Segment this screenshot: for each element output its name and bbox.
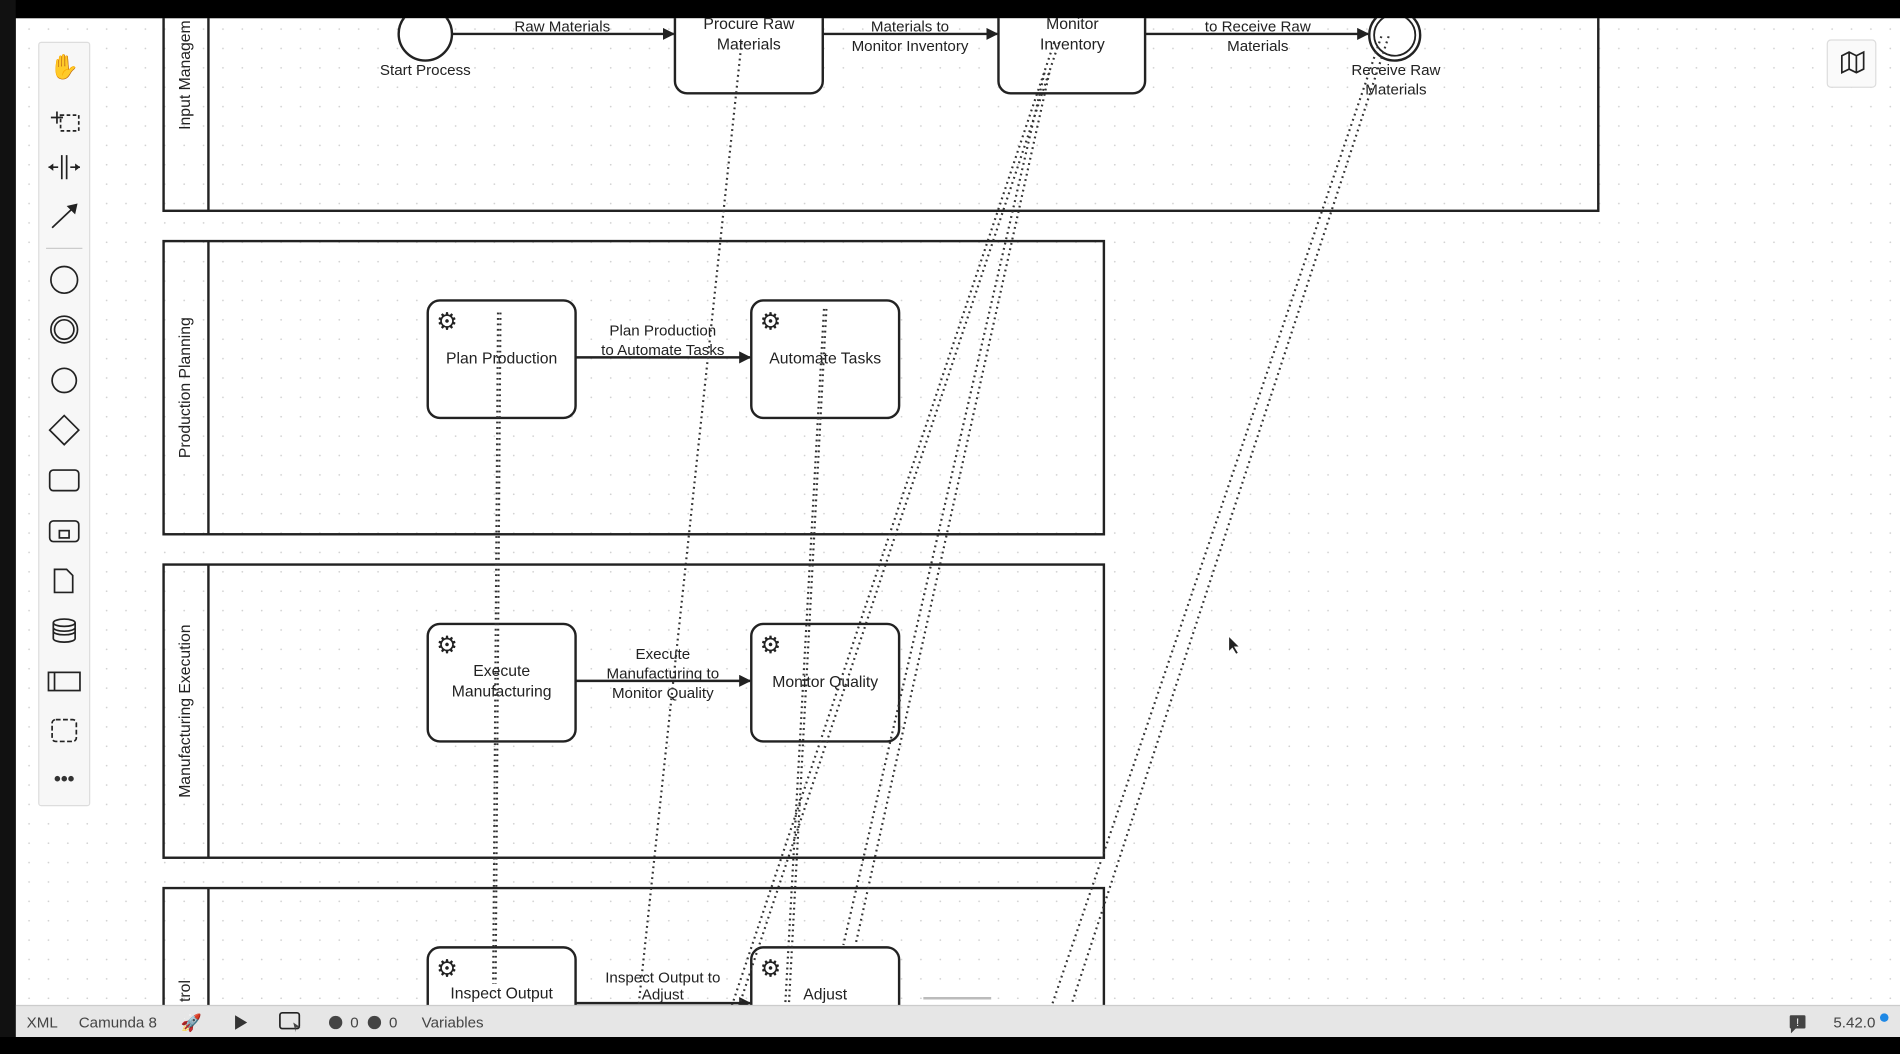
lane-manufacturing-execution[interactable]: Manufacturing Execution (162, 563, 1106, 859)
hand-tool-icon[interactable]: ✋ (49, 53, 79, 81)
update-indicator-dot (1880, 1013, 1889, 1022)
run-play-icon[interactable] (235, 1015, 248, 1030)
tool-palette: ✋ ••• (38, 41, 91, 807)
end-event-tool-icon[interactable] (51, 367, 78, 394)
bottom-border (0, 1037, 1900, 1054)
mouse-cursor (1228, 635, 1241, 655)
svg-text:Inventory: Inventory (1040, 37, 1105, 54)
problems-button[interactable]: 0 0 (328, 1014, 397, 1031)
lane-label: Input Managem (177, 20, 194, 129)
svg-text:Monitor Inventory: Monitor Inventory (852, 38, 969, 55)
variables-tab[interactable]: Variables (422, 1014, 484, 1031)
start-event[interactable]: Start Process (380, 7, 471, 79)
lane-label: Production Planning (177, 317, 194, 458)
svg-text:0: 0 (389, 1014, 397, 1031)
warning-icon (367, 1015, 382, 1030)
deploy-rocket-icon[interactable]: 🚀 (181, 1013, 202, 1033)
gateway-tool-icon[interactable] (48, 414, 80, 446)
svg-text:Raw Materials: Raw Materials (514, 19, 610, 36)
task-adjust[interactable]: ⚙ Adjust (750, 946, 901, 1006)
gear-icon: ⚙ (760, 309, 782, 336)
svg-text:Monitor: Monitor (1046, 16, 1099, 33)
svg-text:Monitor Quality: Monitor Quality (772, 674, 878, 691)
svg-text:Procure Raw: Procure Raw (703, 16, 795, 33)
subprocess-tool-icon[interactable] (48, 520, 80, 543)
svg-text:to Receive Raw: to Receive Raw (1205, 19, 1311, 36)
lane-quality-control[interactable]: trol (162, 886, 1106, 1006)
task-procure-raw-materials[interactable]: Procure Raw Materials (673, 0, 824, 95)
svg-text:Manufacturing to: Manufacturing to (606, 665, 719, 682)
svg-text:Adjust: Adjust (642, 986, 685, 1003)
group-tool-icon[interactable] (51, 718, 78, 743)
svg-text:0: 0 (350, 1014, 358, 1031)
flow-to-receive-raw[interactable]: to Receive Raw Materials (1145, 19, 1370, 55)
flow-materials-to-monitor[interactable]: Materials to Monitor Inventory (822, 19, 999, 55)
svg-text:Automate Tasks: Automate Tasks (769, 350, 881, 367)
svg-text:to Automate Tasks: to Automate Tasks (601, 342, 725, 359)
gear-icon: ⚙ (760, 955, 782, 982)
svg-text:Plan Production: Plan Production (609, 323, 716, 340)
gear-icon: ⚙ (436, 632, 458, 659)
svg-text:Manufacturing: Manufacturing (452, 684, 552, 701)
xml-tab[interactable]: XML (27, 1014, 58, 1031)
dotted-associations (492, 35, 1390, 1006)
canvas-grid (15, 18, 1900, 1006)
svg-text:Adjust: Adjust (803, 986, 847, 1003)
task-tool-icon[interactable] (48, 469, 80, 492)
start-event-tool-icon[interactable] (50, 265, 79, 295)
intermediate-event-tool-icon[interactable] (50, 315, 79, 344)
lasso-tool-icon[interactable] (50, 111, 80, 132)
svg-text:Inspect Output to: Inspect Output to (605, 970, 720, 987)
flow-inspect-to-adjust[interactable]: Inspect Output to Adjust (575, 970, 752, 1006)
svg-text:Inspect Output: Inspect Output (450, 985, 553, 1002)
lane-label: trol (177, 980, 194, 1002)
svg-text:Materials: Materials (1227, 38, 1289, 55)
lane-input-management[interactable]: Input Managem (162, 0, 1600, 213)
feedback-icon[interactable]: ! (1789, 1015, 1806, 1034)
task-inspect-output[interactable]: ⚙ Inspect Output (426, 946, 577, 1006)
flow-raw-materials[interactable]: Raw Materials (451, 19, 675, 40)
app-version[interactable]: 5.42.0 (1833, 1014, 1875, 1031)
pool-tool-icon[interactable] (47, 671, 81, 692)
lane-label: Manufacturing Execution (177, 624, 194, 797)
status-bar: XML Camunda 8 🚀 0 0 Variables ! 5.42.0 (15, 1004, 1900, 1038)
engine-version-button[interactable]: Camunda 8 (79, 1014, 157, 1031)
left-border (0, 0, 16, 1054)
svg-text:Start Process: Start Process (380, 62, 471, 79)
svg-text:Materials: Materials (1365, 81, 1427, 98)
gear-icon: ⚙ (436, 309, 458, 336)
flow-plan-to-automate[interactable]: Plan Production to Automate Tasks (575, 323, 752, 364)
svg-text:Monitor Quality: Monitor Quality (612, 685, 714, 702)
error-icon (328, 1015, 343, 1030)
data-store-tool-icon[interactable] (52, 618, 76, 643)
gear-icon: ⚙ (760, 632, 782, 659)
task-execute-manufacturing[interactable]: ⚙ Execute Manufacturing (426, 622, 577, 743)
space-tool-icon[interactable] (48, 155, 80, 180)
more-tools-icon[interactable]: ••• (54, 768, 75, 790)
svg-text:Materials: Materials (717, 37, 781, 54)
lane-production-planning[interactable]: Production Planning (162, 239, 1106, 536)
task-monitor-inventory[interactable]: Monitor Inventory (997, 0, 1147, 95)
task-plan-production[interactable]: ⚙ Plan Production (426, 299, 577, 420)
svg-text:Execute: Execute (635, 646, 690, 663)
map-icon (1840, 50, 1865, 75)
svg-text:Materials to: Materials to (871, 19, 949, 36)
svg-text:!: ! (1796, 1017, 1799, 1029)
data-object-tool-icon[interactable] (53, 568, 74, 594)
svg-text:Execute: Execute (473, 663, 530, 680)
minimap-toggle-button[interactable] (1826, 39, 1877, 88)
global-connect-tool-icon[interactable] (51, 203, 78, 229)
top-border (0, 0, 1900, 19)
task-monitor-quality[interactable]: ⚙ Monitor Quality (750, 622, 901, 743)
svg-text:Plan Production: Plan Production (446, 350, 557, 367)
end-event-receive-raw-materials[interactable]: Receive Raw Materials (1351, 10, 1441, 99)
svg-text:Receive Raw: Receive Raw (1351, 62, 1440, 79)
gear-icon: ⚙ (436, 955, 458, 982)
task-automate-tasks[interactable]: ⚙ Automate Tasks (750, 299, 901, 420)
